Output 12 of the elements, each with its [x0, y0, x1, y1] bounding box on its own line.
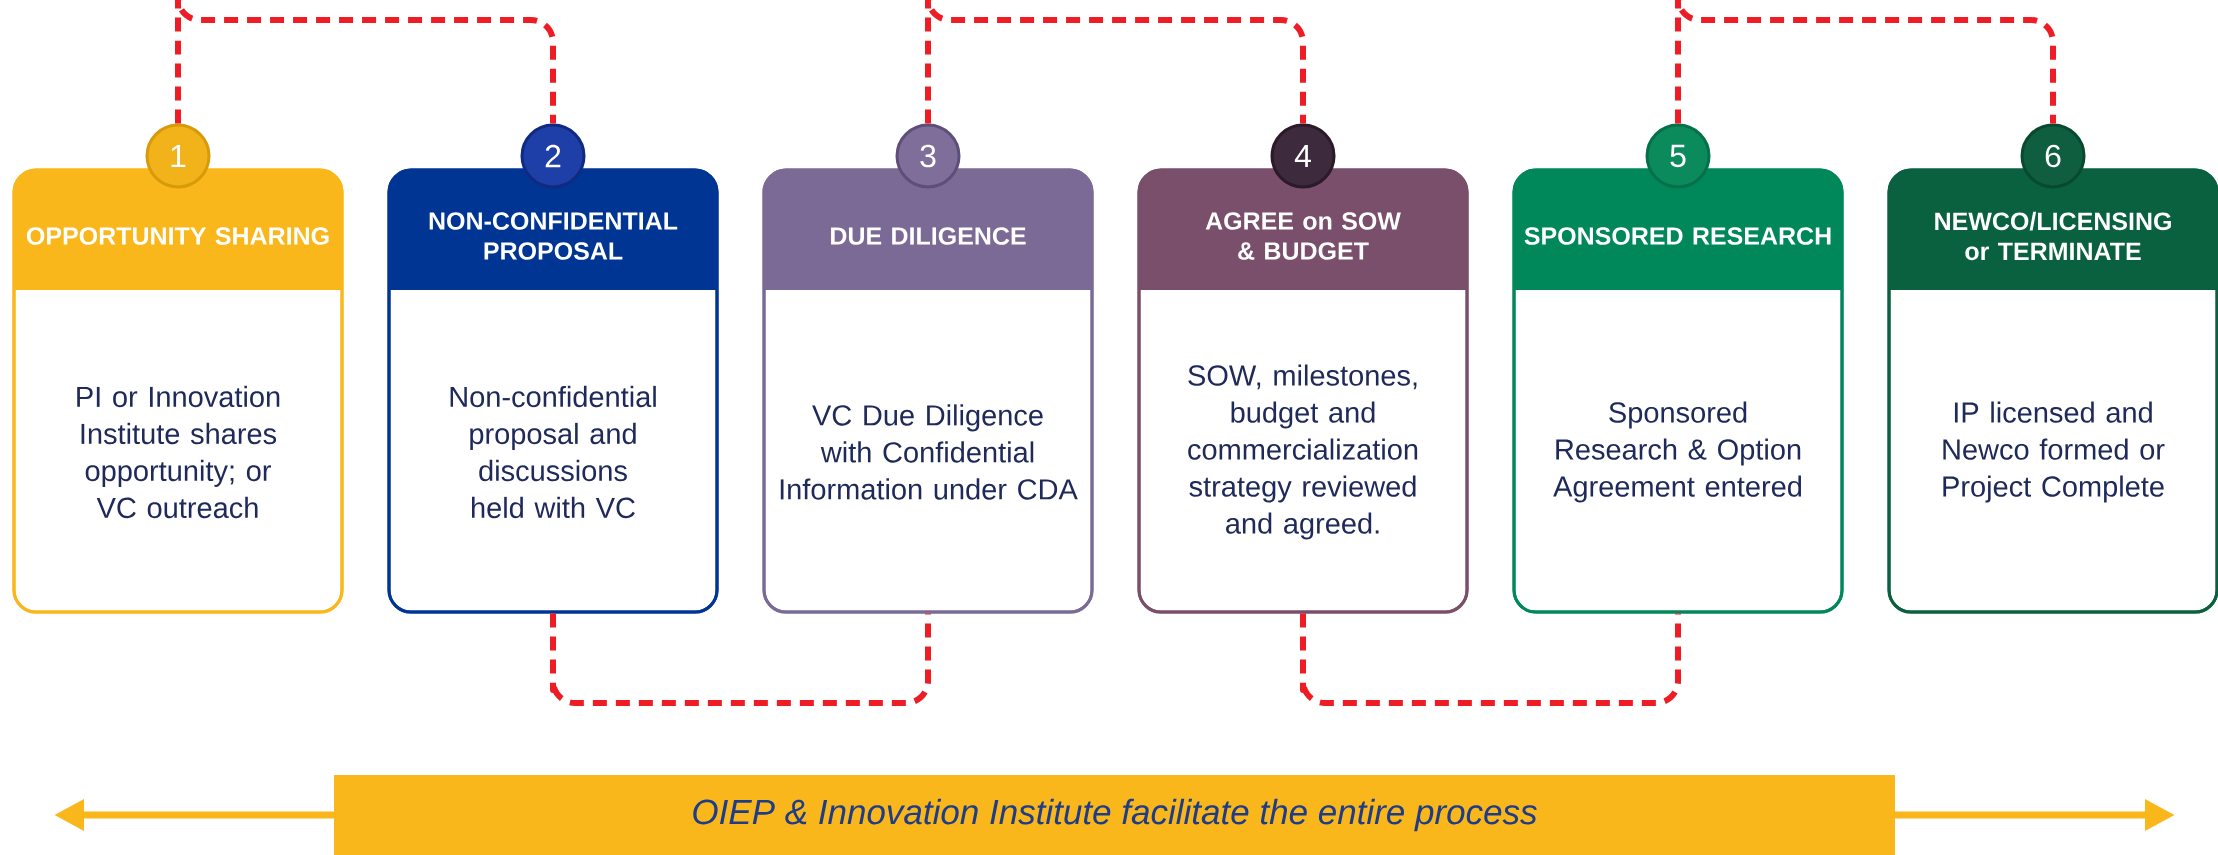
dashed-connector: [175, 0, 556, 124]
step-box: AGREE on SOW & BUDGET SOW, milestones, budget and commercialization strategy reviewed and agreed.: [1137, 168, 1469, 614]
dashed-connector: [1300, 613, 1681, 706]
dashed-connector: [1675, 0, 2056, 124]
step-box: SPONSORED RESEARCH Sponsored Research & Option Agreement entered: [1512, 168, 1844, 614]
dashed-connector: [925, 0, 1306, 124]
dashed-connector: [550, 613, 931, 706]
step-box: OPPORTUNITY SHARING PI or Innovation Institute shares opportunity; or VC outreach: [12, 168, 344, 614]
step-box: NEWCO/LICENSING or TERMINATE IP licensed and Newco formed or Project Complete: [1887, 168, 2218, 614]
banner: OIEP & Innovation Institute facilitate the entire process: [334, 775, 1895, 855]
step-box: NON-CONFIDENTIAL PROPOSAL Non-confidential proposal and discussions held with VC: [387, 168, 719, 614]
step-box: DUE DILIGENCE VC Due Diligence with Confidential Information under CDA: [762, 168, 1094, 614]
